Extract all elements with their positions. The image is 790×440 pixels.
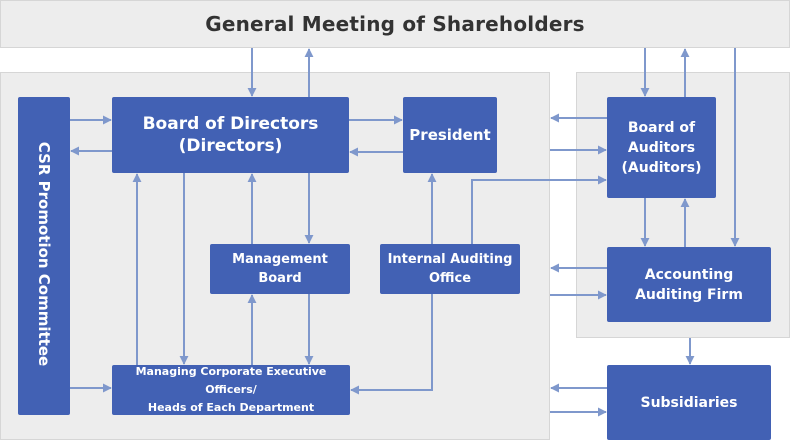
board-of-auditors-line3: (Auditors) (621, 159, 702, 176)
management-board-line1: Management (232, 252, 328, 267)
arrow-internal-to-managing (350, 294, 433, 395)
managing-officers-line1: Managing Corporate Executive Officers/ (135, 365, 327, 396)
accounting-line2: Auditing Firm (635, 286, 743, 303)
internal-auditing-line1: Internal Auditing (387, 252, 513, 267)
president-label: President (409, 125, 491, 144)
board-of-auditors-line2: Auditors (627, 139, 696, 156)
shareholders-bar: General Meeting of Shareholders (0, 0, 790, 48)
arrow-internal-to-auditors (471, 175, 607, 244)
subsidiaries-label: Subsidiaries (640, 394, 738, 411)
management-board-box: Management Board (210, 244, 350, 294)
board-of-directors-box: Board of Directors (Directors) (112, 97, 349, 173)
managing-officers-line2: Heads of Each Department (147, 401, 315, 414)
board-of-auditors-line1: Board of (627, 119, 696, 136)
csr-promotion-committee (18, 97, 70, 415)
management-board-line2: Board (258, 271, 302, 286)
accounting-line1: Accounting (644, 266, 734, 283)
internal-auditing-line2: Office (428, 271, 472, 286)
managing-officers-box: Managing Corporate Executive Officers/ H… (112, 365, 350, 415)
president-box: President (403, 97, 497, 173)
board-of-auditors-box: Board of Auditors (Auditors) (607, 97, 716, 198)
shareholders-title: General Meeting of Shareholders (205, 12, 585, 36)
accounting-auditing-firm-box: Accounting Auditing Firm (607, 247, 771, 322)
subsidiaries-box: Subsidiaries (607, 365, 771, 440)
board-of-directors-line1: Board of Directors (142, 114, 319, 134)
board-of-directors-line2: (Directors) (178, 136, 283, 156)
internal-auditing-office-box: Internal Auditing Office (380, 244, 520, 294)
